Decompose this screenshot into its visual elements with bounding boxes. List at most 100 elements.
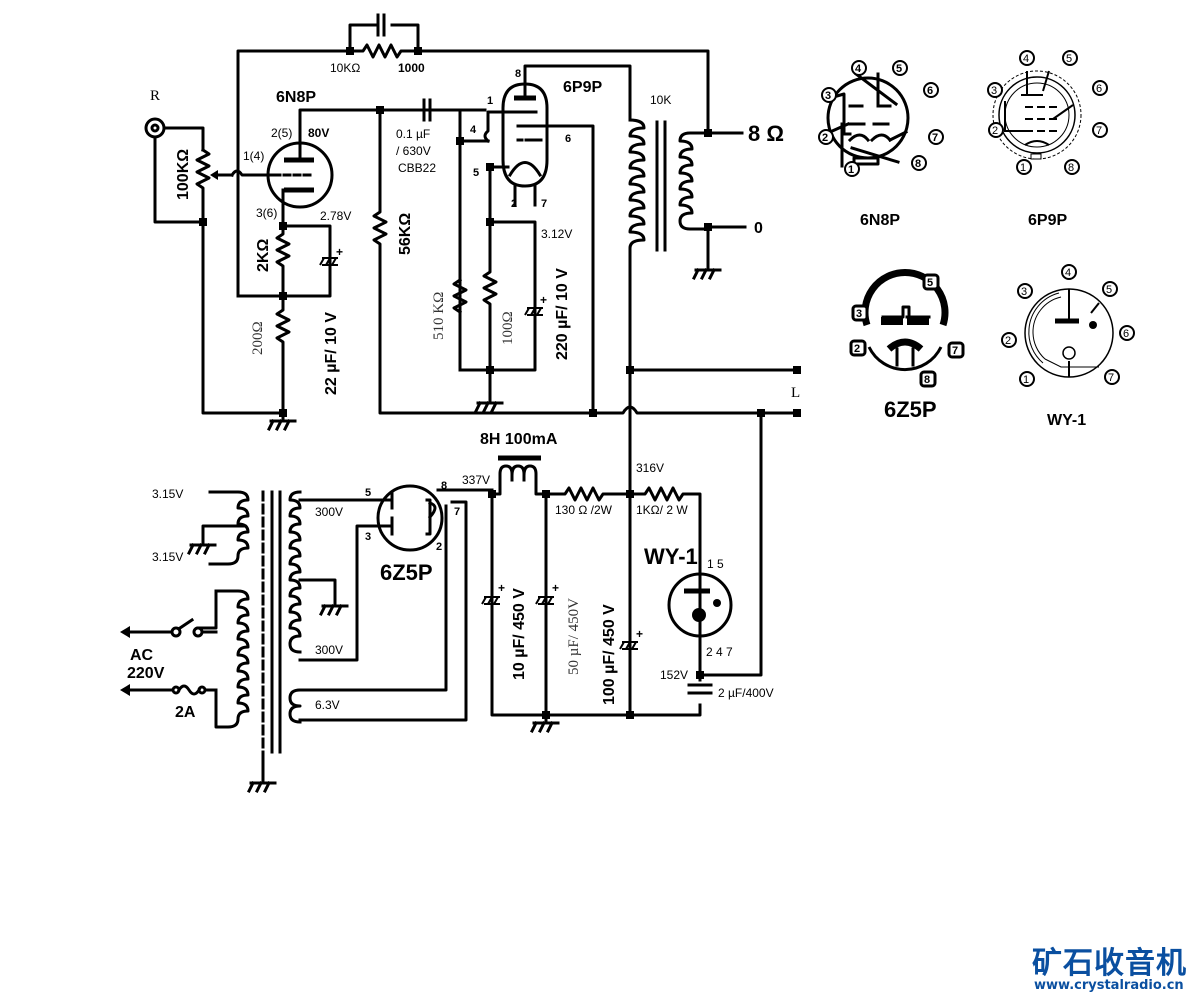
plate-load-label: 56KΩ xyxy=(397,213,414,255)
output-xfmr-label: 10K xyxy=(650,93,671,107)
output-transformer xyxy=(628,118,747,502)
watermark-logo: 矿石收音机 xyxy=(1032,946,1187,981)
svg-text:2: 2 xyxy=(822,132,828,144)
svg-text:6: 6 xyxy=(1123,328,1129,340)
resistor-130-label: 130 Ω /2W xyxy=(555,503,613,517)
speaker-0-terminal: 0 xyxy=(754,220,763,237)
svg-text:4: 4 xyxy=(1023,53,1029,65)
input-ground-wire xyxy=(201,220,285,415)
power-cathode-r-label: 100Ω xyxy=(500,311,516,345)
svg-text:3: 3 xyxy=(825,90,831,102)
svg-text:8: 8 xyxy=(915,158,921,170)
pinout-6z5p-pins: 2 3 5 7 8 xyxy=(849,273,965,388)
pin-label: 2 xyxy=(511,198,517,210)
svg-text:5: 5 xyxy=(896,63,902,75)
coupling-capacitor xyxy=(422,98,490,372)
pin-label: 7 xyxy=(541,198,547,210)
volume-pot xyxy=(195,147,234,224)
input-jack xyxy=(144,117,205,224)
pin-label: 7 xyxy=(454,506,460,518)
pin-label: 1 xyxy=(487,95,493,107)
hv-winding-1-label: 300V xyxy=(315,505,343,519)
tube-wy1-label: WY-1 xyxy=(644,544,698,569)
svg-text:7: 7 xyxy=(932,132,938,144)
svg-text:+: + xyxy=(336,245,343,259)
pin-label: 5 xyxy=(473,167,479,179)
power-cathode-cap-label: 220 µF/ 10 V xyxy=(554,268,571,360)
tube-wy1 xyxy=(667,572,733,638)
feedback-resistor xyxy=(346,13,422,59)
svg-text:4: 4 xyxy=(855,63,862,75)
tube-6z5p-label: 6Z5P xyxy=(380,560,433,585)
svg-text:+: + xyxy=(552,581,559,595)
svg-text:7: 7 xyxy=(1096,125,1102,137)
wy1-top-pins: 1 5 xyxy=(707,557,724,571)
tube-6n8p xyxy=(266,108,487,228)
pinout-6z5p-label: 6Z5P xyxy=(884,397,937,422)
svg-text:3: 3 xyxy=(856,308,862,320)
tube-6p9p-label: 6P9P xyxy=(563,79,602,96)
pre-cathode-cap-label: 22 µF/ 10 V xyxy=(323,312,340,395)
pin-cathode-label: 3(6) xyxy=(256,206,277,220)
plate-voltage-label: 80V xyxy=(308,126,329,140)
b-plus-voltage: 316V xyxy=(636,461,664,475)
svg-text:7: 7 xyxy=(1108,372,1114,384)
svg-text:1: 1 xyxy=(1023,374,1029,386)
power-cathode-network: + xyxy=(452,163,547,397)
pin-label: 8 xyxy=(515,68,521,80)
coupling-cap-rating: / 630V xyxy=(396,144,431,158)
svg-text:5: 5 xyxy=(927,277,933,289)
pin-label: 6 xyxy=(565,133,571,145)
pinout-wy1-pins: 1 2 3 4 5 6 7 xyxy=(1001,264,1135,387)
pin-label: 5 xyxy=(365,487,371,499)
speaker-8ohm-terminal: 8 Ω xyxy=(748,121,784,146)
svg-text:3: 3 xyxy=(991,85,997,97)
cathode-voltage-label: 2.78V xyxy=(320,209,351,223)
wy1-bottom-pins: 2 4 7 xyxy=(706,645,733,659)
ac-input xyxy=(120,617,218,696)
tube-6n8p-label: 6N8P xyxy=(276,89,316,106)
pinout-6z5p xyxy=(861,269,949,371)
svg-text:+: + xyxy=(636,627,643,641)
pinout-6p9p-pins: 1 2 3 4 5 6 7 8 xyxy=(987,50,1108,175)
pin-label: 2 xyxy=(436,541,442,553)
svg-text:6: 6 xyxy=(927,85,933,97)
svg-text:1: 1 xyxy=(1020,162,1026,174)
choke-label: 8H 100mA xyxy=(480,431,558,448)
ac-label: AC xyxy=(130,647,154,664)
svg-text:8: 8 xyxy=(1068,162,1074,174)
coupling-cap-value: 0.1 µF xyxy=(396,127,430,141)
pin-label: 4 xyxy=(470,124,477,136)
svg-text:6: 6 xyxy=(1096,83,1102,95)
pinout-6p9p-label: 6P9P xyxy=(1028,212,1067,229)
watermark-url: www.crystalradio.cn xyxy=(1034,978,1184,993)
filter-cap-1-label: 10 µF/ 450 V xyxy=(511,588,528,680)
ac-voltage-label: 220V xyxy=(127,665,165,682)
feedback-cap-label: 1000 xyxy=(398,61,425,75)
svg-text:2: 2 xyxy=(992,125,998,137)
pre-cathode-r2-label: 200Ω xyxy=(250,321,266,355)
feedback-wire xyxy=(236,49,710,298)
svg-text:+: + xyxy=(540,293,547,307)
pin-grid-label: 1(4) xyxy=(243,149,264,163)
pin-plate-label: 2(5) xyxy=(271,126,292,140)
filament-winding-1-label: 3.15V xyxy=(152,487,183,501)
svg-text:1: 1 xyxy=(848,164,854,176)
pre-cathode-r-label: 2KΩ xyxy=(255,239,272,272)
grid-leak-label: 510 KΩ xyxy=(431,292,447,340)
tube-6z5p xyxy=(370,484,494,552)
rectifier-output-voltage: 337V xyxy=(462,473,490,487)
svg-text:+: + xyxy=(498,581,505,595)
volume-pot-label: 100KΩ xyxy=(175,149,192,200)
output-terminals xyxy=(591,366,801,677)
svg-text:7: 7 xyxy=(952,345,958,357)
svg-text:5: 5 xyxy=(1106,284,1112,296)
feedback-resistor-label: 10KΩ xyxy=(330,61,360,75)
coupling-cap-type: CBB22 xyxy=(398,161,436,175)
pinout-6n8p-pins: 1 2 3 4 5 6 7 8 xyxy=(818,60,944,177)
fuse-label: 2A xyxy=(175,704,196,721)
heater-winding-label: 6.3V xyxy=(315,698,340,712)
pinout-6p9p xyxy=(992,70,1082,160)
pinout-wy1-label: WY-1 xyxy=(1047,412,1086,429)
svg-text:2: 2 xyxy=(1005,335,1011,347)
